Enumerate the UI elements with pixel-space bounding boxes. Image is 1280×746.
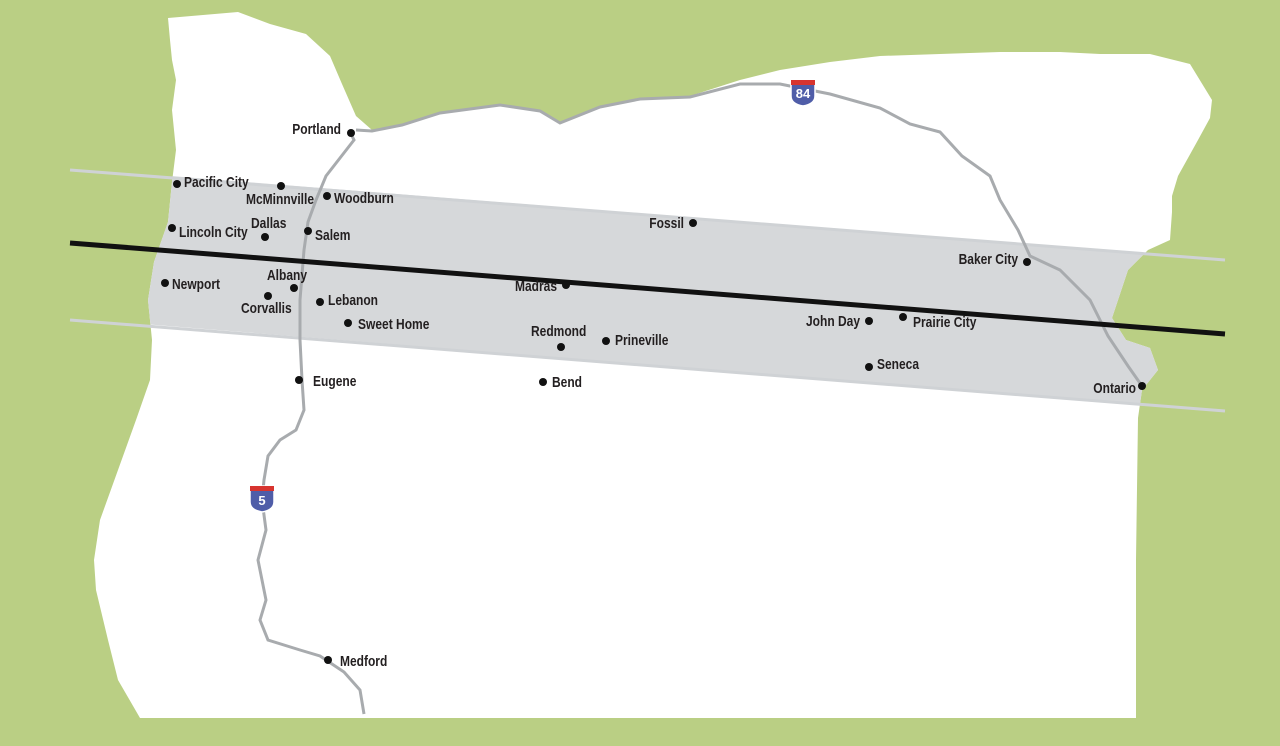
city-label: Medford: [340, 653, 387, 670]
city-label: Bend: [552, 374, 582, 391]
city-medford: Medford: [324, 653, 387, 670]
city-label: Fossil: [649, 215, 684, 232]
city-ontario: Ontario: [1093, 380, 1146, 397]
city-newport: Newport: [161, 276, 220, 293]
city-label: Eugene: [313, 373, 356, 390]
city-pacific-city: Pacific City: [173, 174, 249, 191]
interstate-5-label: 5: [258, 493, 265, 508]
city-fossil: Fossil: [649, 215, 697, 232]
city-john-day: John Day: [806, 313, 873, 330]
city-label: Seneca: [877, 356, 920, 373]
city-sweet-home: Sweet Home: [344, 316, 429, 333]
city-marker-dot: [316, 298, 324, 306]
city-marker-dot: [347, 129, 355, 137]
city-label: Dallas: [251, 215, 286, 232]
city-label: Albany: [267, 267, 308, 284]
city-lebanon: Lebanon: [316, 292, 378, 309]
band-south-edge: [69, 318, 1226, 413]
city-salem: Salem: [304, 227, 350, 244]
city-marker-dot: [161, 279, 169, 287]
city-marker-dot: [304, 227, 312, 235]
city-prineville: Prineville: [602, 332, 668, 349]
city-label: Salem: [315, 227, 350, 244]
city-lincoln-city: Lincoln City: [168, 224, 248, 241]
city-label: Lebanon: [328, 292, 378, 309]
city-label: Prineville: [615, 332, 668, 349]
city-marker-dot: [324, 656, 332, 664]
city-prairie-city: Prairie City: [899, 313, 977, 331]
city-label: Ontario: [1093, 380, 1136, 397]
city-eugene: Eugene: [295, 373, 356, 390]
city-label: Redmond: [531, 323, 586, 340]
city-bend: Bend: [539, 374, 582, 391]
city-marker-dot: [277, 182, 285, 190]
city-marker-dot: [1023, 258, 1031, 266]
city-marker-dot: [1138, 382, 1146, 390]
city-marker-dot: [602, 337, 610, 345]
interstate-84-route: [355, 82, 1144, 387]
city-marker-dot: [295, 376, 303, 384]
interstate-5-route: [256, 131, 366, 715]
city-marker-dot: [539, 378, 547, 386]
city-label: Corvallis: [241, 300, 292, 317]
eclipse-centerline: [69, 240, 1226, 337]
city-baker-city: Baker City: [959, 251, 1031, 268]
city-marker-dot: [344, 319, 352, 327]
city-label: Madras: [515, 278, 557, 295]
city-label: Woodburn: [334, 190, 394, 207]
city-marker-dot: [264, 292, 272, 300]
city-marker-dot: [557, 343, 565, 351]
city-corvallis: Corvallis: [241, 292, 292, 317]
city-marker-dot: [261, 233, 269, 241]
city-mcminnville: McMinnville: [246, 182, 314, 208]
interstate-5-shield-icon: 5: [249, 485, 275, 513]
city-label: Pacific City: [184, 174, 249, 191]
city-label: Sweet Home: [358, 316, 429, 333]
city-label: Prairie City: [913, 314, 977, 331]
band-north-edge: [69, 168, 1226, 262]
city-madras: Madras: [515, 278, 570, 295]
city-albany: Albany: [267, 267, 308, 292]
city-woodburn: Woodburn: [323, 190, 394, 207]
city-marker-dot: [865, 363, 873, 371]
city-marker-dot: [290, 284, 298, 292]
city-redmond: Redmond: [531, 323, 586, 351]
city-marker-dot: [168, 224, 176, 232]
city-marker-dot: [865, 317, 873, 325]
city-label: Portland: [292, 121, 341, 138]
city-seneca: Seneca: [865, 356, 920, 373]
city-dallas: Dallas: [251, 215, 286, 241]
city-marker-dot: [562, 281, 570, 289]
city-label: Baker City: [959, 251, 1019, 268]
city-label: John Day: [806, 313, 861, 330]
interstate-84-label: 84: [796, 86, 811, 101]
city-marker-dot: [323, 192, 331, 200]
interstate-84-shield-icon: 84: [790, 79, 816, 107]
city-marker-dot: [173, 180, 181, 188]
city-marker-dot: [689, 219, 697, 227]
city-label: Newport: [172, 276, 220, 293]
city-label: Lincoln City: [179, 224, 248, 241]
city-label: McMinnville: [246, 191, 314, 208]
city-marker-dot: [899, 313, 907, 321]
city-portland: Portland: [292, 121, 355, 138]
